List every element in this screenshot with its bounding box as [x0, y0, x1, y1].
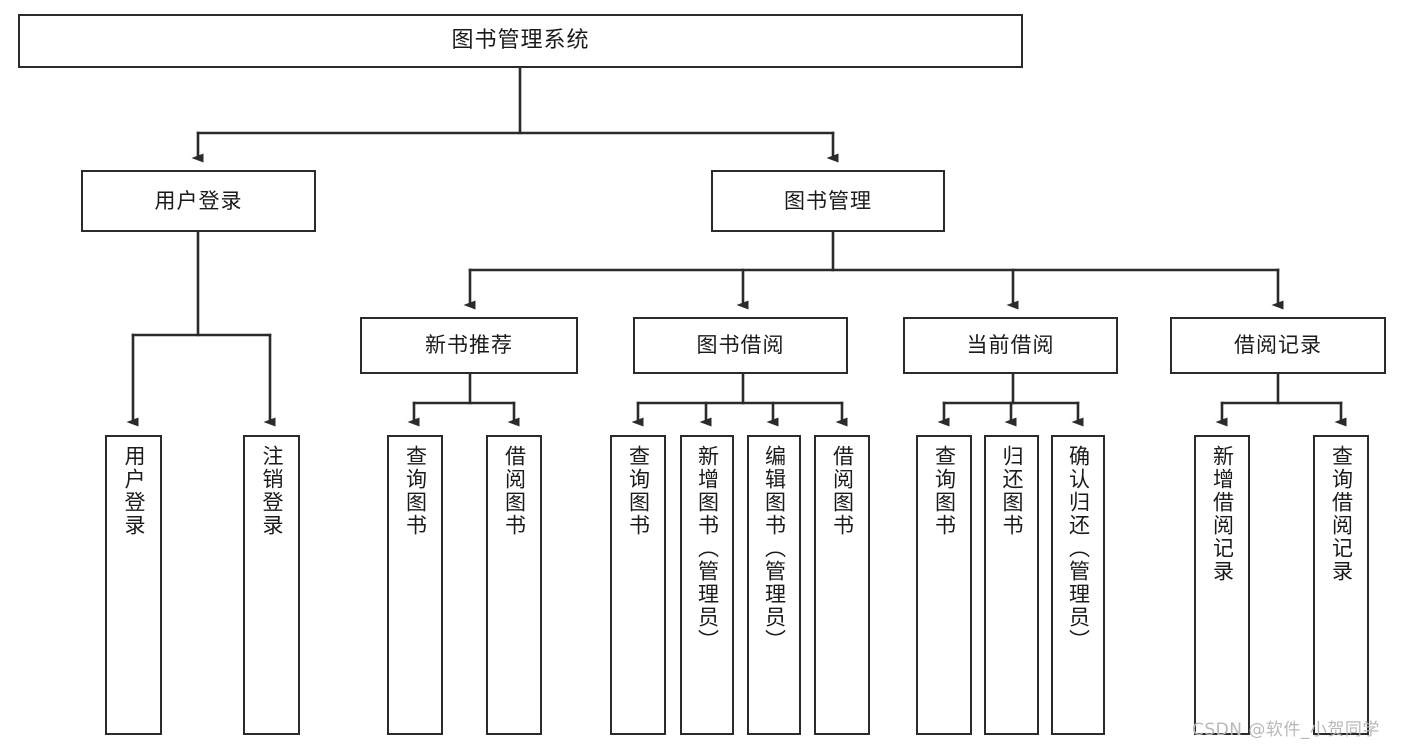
- node-label: 图书管理系统: [451, 28, 590, 54]
- node-label: 借阅图书: [502, 445, 527, 537]
- csdn-watermark: CSDN @软件_小贺同学: [1192, 720, 1380, 740]
- node-label: 新书推荐: [425, 333, 513, 358]
- node-label: 新增借阅记录: [1210, 445, 1235, 583]
- node-book-borrow[interactable]: 图书借阅: [633, 317, 848, 374]
- leaf-node-query-borrow-record[interactable]: 查询借阅记录: [1313, 435, 1369, 735]
- node-label: 借阅记录: [1234, 333, 1322, 358]
- node-label: 图书管理: [784, 188, 872, 213]
- node-label: 注销登录: [259, 445, 284, 537]
- leaf-node-query-book-recommend[interactable]: 查询图书: [387, 435, 443, 735]
- node-label: 归还图书: [999, 445, 1024, 537]
- leaf-node-logout[interactable]: 注销登录: [243, 435, 300, 735]
- node-label: 当前借阅: [966, 333, 1055, 358]
- node-label: 查询借阅记录: [1329, 445, 1354, 583]
- node-user-login[interactable]: 用户登录: [81, 170, 316, 232]
- node-label: 用户登录: [154, 188, 243, 213]
- node-label: 新增图书（管理员）: [695, 445, 720, 652]
- leaf-node-edit-book-admin[interactable]: 编辑图书（管理员）: [747, 435, 801, 735]
- leaf-node-add-book-admin[interactable]: 新增图书（管理员）: [680, 435, 734, 735]
- leaf-node-query-book-borrow[interactable]: 查询图书: [610, 435, 666, 735]
- node-label: 编辑图书（管理员）: [762, 445, 787, 652]
- node-root-book-management-system[interactable]: 图书管理系统: [18, 14, 1023, 68]
- node-book-management[interactable]: 图书管理: [711, 170, 945, 232]
- leaf-node-query-book-current[interactable]: 查询图书: [916, 435, 972, 735]
- node-label: 图书借阅: [696, 333, 785, 358]
- leaf-node-confirm-return-admin[interactable]: 确认归还（管理员）: [1051, 435, 1105, 735]
- node-label: 查询图书: [626, 445, 651, 537]
- node-label: 查询图书: [932, 445, 957, 537]
- leaf-node-return-book[interactable]: 归还图书: [984, 435, 1039, 735]
- node-label: 借阅图书: [830, 445, 855, 537]
- leaf-node-borrow-book[interactable]: 借阅图书: [814, 435, 870, 735]
- node-new-book-recommend[interactable]: 新书推荐: [360, 317, 578, 374]
- leaf-node-borrow-book-recommend[interactable]: 借阅图书: [486, 435, 542, 735]
- node-borrow-record[interactable]: 借阅记录: [1170, 317, 1386, 374]
- leaf-node-add-borrow-record[interactable]: 新增借阅记录: [1194, 435, 1250, 735]
- node-current-borrow[interactable]: 当前借阅: [903, 317, 1118, 374]
- node-label: 查询图书: [403, 445, 428, 537]
- node-label: 用户登录: [121, 445, 146, 537]
- leaf-node-user-login[interactable]: 用户登录: [105, 435, 162, 735]
- node-label: 确认归还（管理员）: [1066, 445, 1091, 652]
